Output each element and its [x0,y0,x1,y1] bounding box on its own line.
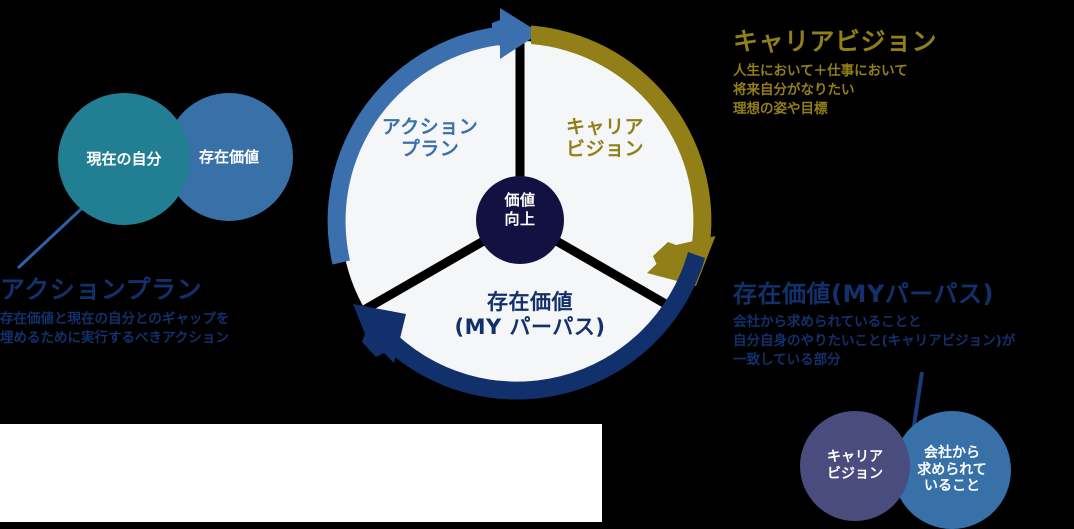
caption-action-plan-title: アクションプラン [0,275,203,304]
caption-career-vision-body: 人生において＋仕事において 将来自分がなりたい 理想の姿や目標 [733,63,908,118]
caption-career-vision-title: キャリアビジョン [733,27,938,56]
sector-label-my-purpose: 存在価値 (MY パーパス) [454,290,606,339]
center-hub [476,176,564,264]
caption-career-vision: キャリアビジョン 人生において＋仕事において 将来自分がなりたい 理想の姿や目標 [733,22,1063,119]
caption-my-purpose-title: 存在価値(MYパーパス) [733,280,994,308]
caption-my-purpose: 存在価値(MYパーパス) 会社から求められていることと 自分自身のやりたいこと(… [733,274,1068,370]
center-hub-label: 価値 向上 [504,191,536,228]
white-panel [0,424,602,522]
sector-label-career-vision: キャリア ビジョン [565,116,644,161]
cycle-diagram [327,8,716,400]
venn-circle-current-self: 現在の自分 [58,93,190,225]
caption-action-plan-body: 存在価値と現在の自分とのギャップを 埋めるために実行するべきアクション [0,311,230,347]
venn-circle-company-expectation: 会社から 求められて いること [893,411,1011,529]
arc-action-plan [327,8,540,265]
venn-circle-career-vision: キャリア ビジョン [800,411,910,521]
caption-action-plan: アクションプラン 存在価値と現在の自分とのギャップを 埋めるために実行するべきア… [0,270,300,348]
sector-label-action-plan: アクション プラン [381,116,479,161]
caption-my-purpose-body: 会社から求められていることと 自分自身のやりたいこと(キャリアビジョン)が 一致… [733,314,1016,369]
arc-my-purpose [353,252,705,400]
